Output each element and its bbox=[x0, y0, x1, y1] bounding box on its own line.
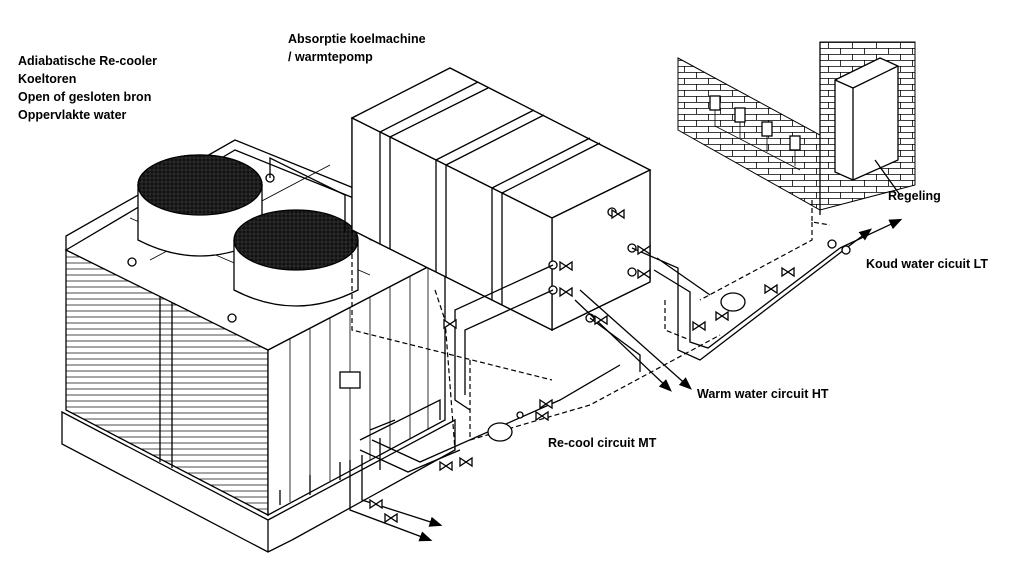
piping-lines bbox=[349, 220, 903, 542]
pump-icon bbox=[487, 292, 746, 442]
recooler-label-line: Koeltoren bbox=[18, 72, 77, 86]
absorption-label-line: Absorptie koelmachine bbox=[288, 32, 426, 46]
absorption-label-line: / warmtepomp bbox=[288, 50, 373, 64]
recooler-label-line: Open of gesloten bron bbox=[18, 90, 152, 104]
control-label: Regeling bbox=[888, 189, 941, 203]
cold-water-circuit-label: Koud water cicuit LT bbox=[866, 257, 988, 271]
flow-arrow-icon bbox=[516, 239, 851, 419]
recooler-label-line: Oppervlakte water bbox=[18, 108, 127, 122]
valve-icon bbox=[369, 208, 795, 524]
recooler-label-line: Adiabatische Re-cooler bbox=[18, 54, 157, 68]
absorption-chiller-icon bbox=[350, 67, 652, 381]
recool-circuit-label: Re-cool circuit MT bbox=[548, 436, 657, 450]
absorption-label: Absorptie koelmachine / warmtepomp bbox=[288, 30, 426, 66]
warm-water-circuit-label: Warm water circuit HT bbox=[697, 387, 829, 401]
recooler-label: Adiabatische Re-cooler Koeltoren Open of… bbox=[18, 52, 157, 124]
control-panel-icon bbox=[677, 41, 916, 226]
